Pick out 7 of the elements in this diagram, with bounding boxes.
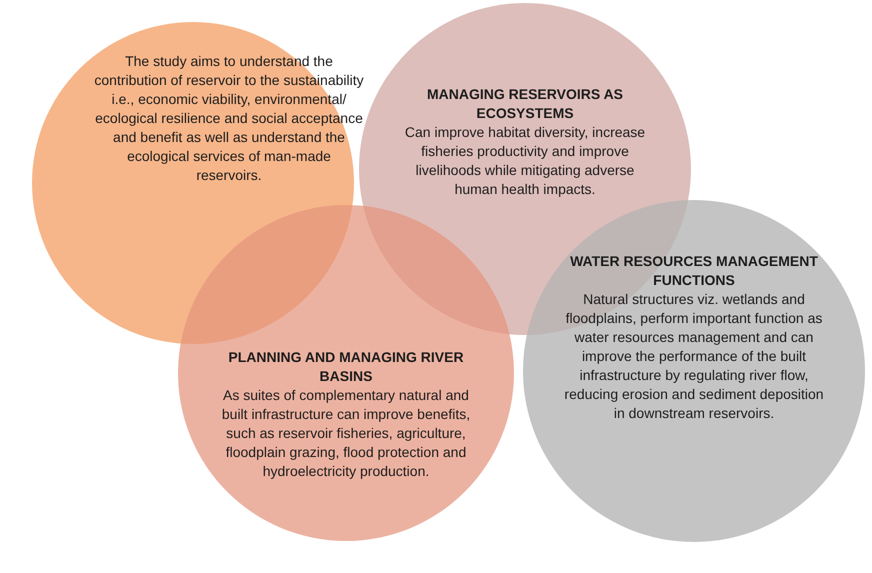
circle-heading: PLANNING AND MANAGING RIVER BASINS xyxy=(227,348,465,386)
circle-text: As suites of complementary natural and built infrastructure can improve benefits, such as reservoir fisheries, agriculture, floodplain grazing, flood protection and hydroelectricity production. xyxy=(221,386,471,481)
circle-text: Natural structures viz. wetlands and floodplains, perform important function as water resources management and can improve the performance of the built infrastructure by regulating river flow, reducing erosion and sediment deposition in downstream reservoirs. xyxy=(563,290,825,423)
circle-heading: WATER RESOURCES MANAGEMENT FUNCTIONS xyxy=(569,252,819,290)
circle-heading: MANAGING RESERVOIRS AS ECOSYSTEMS xyxy=(426,85,624,123)
circle-text: The study aims to understand the contribution of reservoir to the sustainability i.e., economic viability, environmental/ ecological resilience and social acceptance and benefit as well as understand the ecological services of man-made reservoirs. xyxy=(94,52,364,185)
circle-text: Can improve habitat diversity, increase fisheries productivity and improve livelihoods while mitigating adverse human health impacts. xyxy=(404,123,646,199)
